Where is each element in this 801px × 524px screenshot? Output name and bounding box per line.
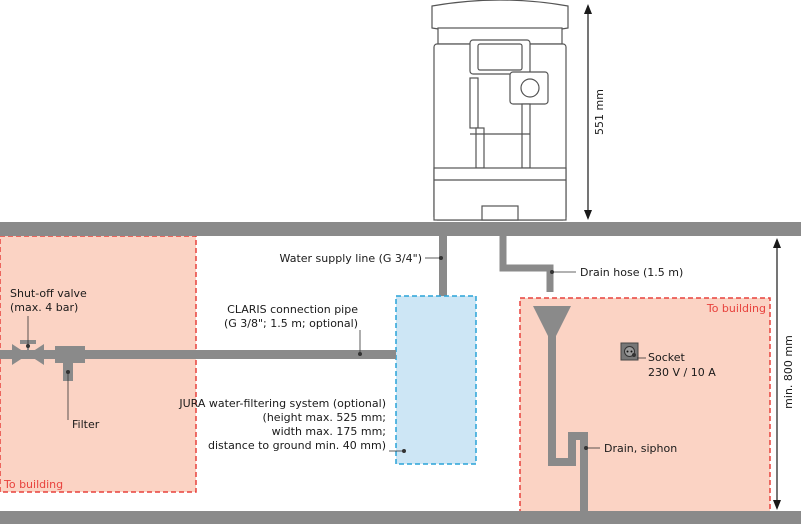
dimension-floor-height: [773, 238, 781, 510]
drain-hose-label: Drain hose (1.5 m): [580, 266, 683, 279]
drain-siphon-label: Drain, siphon: [604, 442, 677, 455]
shutoff-valve-label-2: (max. 4 bar): [10, 301, 78, 314]
drain-funnel: [533, 306, 571, 336]
drain-hose: [499, 236, 554, 292]
shutoff-valve-label-1: Shut-off valve: [10, 287, 87, 300]
floor-height-label: min. 800 mm: [782, 335, 795, 409]
claris-label-1: CLARIS connection pipe: [227, 303, 358, 316]
jura-label-1: JURA water-filtering system (optional): [178, 397, 386, 410]
water-filtering-system: [395, 295, 477, 465]
machine-height-label: 551 mm: [593, 89, 606, 135]
jura-label-3: width max. 175 mm;: [272, 425, 386, 438]
water-supply-pipe: [439, 236, 447, 296]
water-supply-label: Water supply line (G 3/4"): [280, 252, 422, 265]
claris-connection-pipe: [0, 350, 396, 359]
countertop: [0, 222, 801, 236]
leader-lines: [25, 255, 646, 453]
building-zone-left: [0, 235, 197, 493]
jura-label-4: distance to ground min. 40 mm): [208, 439, 386, 452]
to-building-left-label: To building: [3, 478, 63, 491]
drain-siphon-pipe: [548, 336, 588, 512]
dimension-machine-height: [584, 4, 592, 220]
to-building-right-label: To building: [706, 302, 766, 315]
filter-label: Filter: [72, 418, 100, 431]
coffee-machine: [431, 0, 569, 221]
socket-icon: [620, 342, 639, 361]
jura-label-2: (height max. 525 mm;: [263, 411, 386, 424]
floor: [0, 511, 801, 524]
socket-label-1: Socket: [648, 351, 686, 364]
claris-label-2: (G 3/8"; 1.5 m; optional): [224, 317, 358, 330]
building-zone-right: [519, 297, 771, 513]
socket-label-2: 230 V / 10 A: [648, 366, 716, 379]
